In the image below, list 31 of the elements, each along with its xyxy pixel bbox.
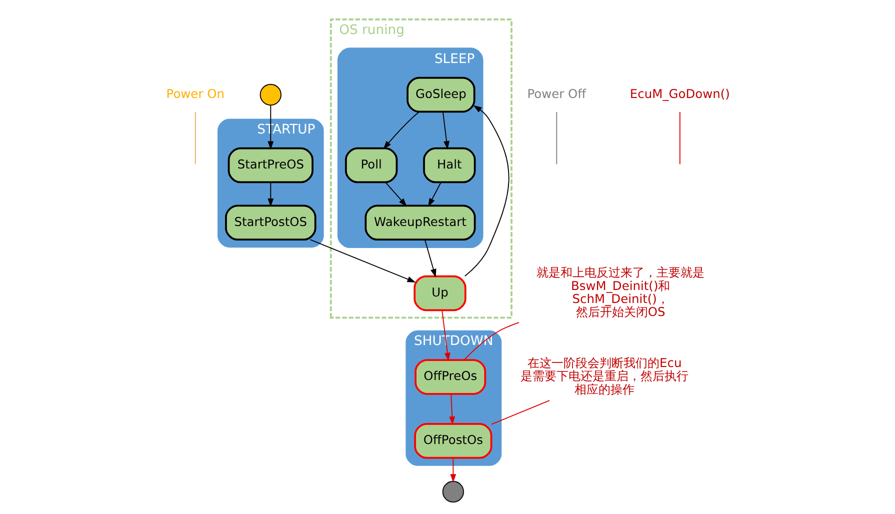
node-text: 在这一阶段会判断我们的Ecu是需要下电还是重启，然后执行相应的操作 [520,356,688,396]
node-box: OffPreOs [414,359,486,395]
node-box: Halt [422,147,476,184]
node-text: 就是和上电反过来了，主要就是BswM_Deinit()和SchM_Deinit()，然后开始关闭OS [536,266,704,320]
arrow [428,182,441,207]
arrow [384,182,406,207]
connector [678,111,680,165]
node-text: EcuM_GoDown() [629,86,730,101]
node-box: Poll [344,147,398,184]
node-box: StartPostOS [224,204,316,241]
arrow [441,310,450,362]
connector [463,322,519,360]
arrow [309,239,416,282]
node-box: StartPreOS [227,147,313,184]
arrow [442,111,449,150]
node-box: Up [413,275,466,312]
node-text: Power Off [526,86,586,101]
node-text: Power On [166,86,224,101]
node-box: OffPostOs [414,423,492,459]
arrow [267,182,274,207]
arrow [448,394,455,425]
arrow [382,111,420,150]
node-box: WakeupRestart [364,204,476,241]
arrow [424,239,436,278]
arrow [450,457,456,483]
arrow [464,105,509,277]
node-circle [259,84,281,106]
node-box: GoSleep [406,76,475,113]
node-circle [442,480,464,503]
connector [556,111,557,165]
connector [194,111,196,165]
